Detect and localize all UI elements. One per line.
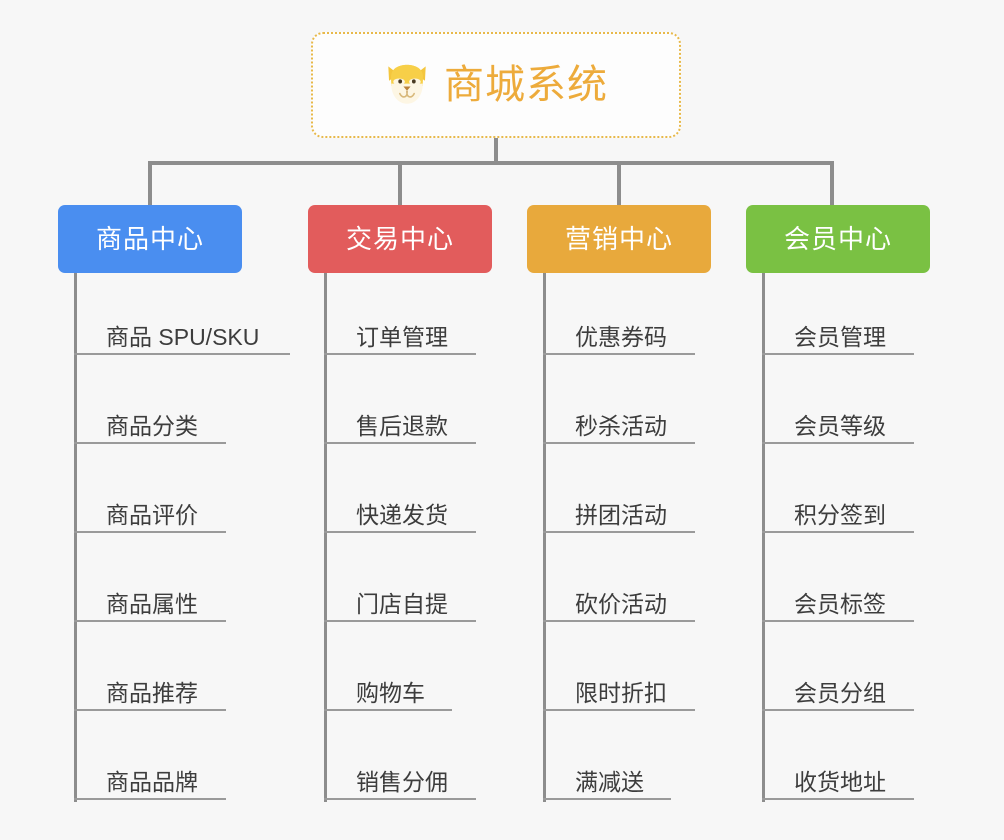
leaf-item[interactable]: 售后退款 bbox=[324, 355, 476, 444]
leaf-item[interactable]: 快递发货 bbox=[324, 444, 476, 533]
leaf-underline bbox=[543, 353, 695, 355]
leaf-label: 会员标签 bbox=[794, 591, 886, 617]
leaf-item[interactable]: 秒杀活动 bbox=[543, 355, 695, 444]
leaf-label: 拼团活动 bbox=[575, 502, 667, 528]
category-label: 商品中心 bbox=[95, 224, 204, 254]
leaf-underline bbox=[543, 442, 695, 444]
category-box-2[interactable]: 交易中心 bbox=[308, 205, 492, 273]
leaf-item[interactable]: 订单管理 bbox=[324, 266, 476, 355]
leaf-label: 收货地址 bbox=[794, 769, 886, 795]
leaf-spine bbox=[324, 273, 327, 802]
horizontal-bus-connector bbox=[148, 161, 834, 165]
leaf-label: 订单管理 bbox=[356, 324, 448, 350]
root-title: 商城系统 bbox=[444, 63, 608, 107]
root-stem-connector bbox=[494, 138, 498, 163]
leaf-label: 快递发货 bbox=[356, 502, 448, 528]
leaf-label: 门店自提 bbox=[356, 591, 448, 617]
leaf-underline bbox=[762, 353, 914, 355]
leaf-item[interactable]: 门店自提 bbox=[324, 533, 476, 622]
leaf-label: 商品品牌 bbox=[106, 769, 198, 795]
leaf-underline bbox=[74, 531, 226, 533]
leaf-spine bbox=[762, 273, 765, 802]
category-box-3[interactable]: 营销中心 bbox=[527, 205, 711, 273]
leaf-item[interactable]: 收货地址 bbox=[762, 711, 914, 800]
leaf-underline bbox=[74, 442, 226, 444]
leaf-item[interactable]: 积分签到 bbox=[762, 444, 914, 533]
leaf-item[interactable]: 砍价活动 bbox=[543, 533, 695, 622]
leaf-item[interactable]: 满减送 bbox=[543, 711, 671, 800]
leaf-item[interactable]: 优惠券码 bbox=[543, 266, 695, 355]
category-label: 会员中心 bbox=[783, 224, 892, 254]
leaf-item[interactable]: 商品评价 bbox=[74, 444, 226, 533]
leaf-label: 会员分组 bbox=[794, 680, 886, 706]
leaf-item[interactable]: 商品分类 bbox=[74, 355, 226, 444]
leaf-label: 商品分类 bbox=[106, 413, 198, 439]
leaf-item[interactable]: 会员标签 bbox=[762, 533, 914, 622]
leaf-label: 商品推荐 bbox=[106, 680, 198, 706]
leaf-item[interactable]: 拼团活动 bbox=[543, 444, 695, 533]
leaf-underline bbox=[74, 709, 226, 711]
drop-connector-3 bbox=[617, 161, 621, 207]
leaf-label: 商品 SPU/SKU bbox=[106, 324, 260, 350]
leaf-item[interactable]: 商品推荐 bbox=[74, 622, 226, 711]
leaf-underline bbox=[543, 798, 671, 800]
leaf-spine bbox=[74, 273, 77, 802]
leaf-item[interactable]: 商品 SPU/SKU bbox=[74, 266, 290, 355]
leaf-label: 售后退款 bbox=[356, 413, 448, 439]
leaf-label: 砍价活动 bbox=[575, 591, 667, 617]
category-label: 交易中心 bbox=[345, 224, 454, 254]
leaf-underline bbox=[762, 442, 914, 444]
root-node[interactable]: 商城系统 bbox=[311, 32, 681, 138]
shiba-dog-icon bbox=[388, 64, 426, 104]
leaf-underline bbox=[543, 531, 695, 533]
leaf-underline bbox=[74, 620, 226, 622]
leaf-underline bbox=[324, 798, 476, 800]
leaf-underline bbox=[324, 531, 476, 533]
leaf-underline bbox=[74, 798, 226, 800]
leaf-underline bbox=[324, 442, 476, 444]
leaf-spine bbox=[543, 273, 546, 802]
leaf-label: 优惠券码 bbox=[575, 324, 667, 350]
leaf-underline bbox=[762, 531, 914, 533]
drop-connector-4 bbox=[830, 161, 834, 207]
category-label: 营销中心 bbox=[564, 224, 673, 254]
drop-connector-1 bbox=[148, 161, 152, 207]
leaf-item[interactable]: 销售分佣 bbox=[324, 711, 476, 800]
leaf-label: 秒杀活动 bbox=[575, 413, 667, 439]
leaf-underline bbox=[762, 620, 914, 622]
leaf-item[interactable]: 限时折扣 bbox=[543, 622, 695, 711]
leaf-label: 商品评价 bbox=[106, 502, 198, 528]
category-box-1[interactable]: 商品中心 bbox=[58, 205, 242, 273]
category-box-4[interactable]: 会员中心 bbox=[746, 205, 930, 273]
leaf-item[interactable]: 会员管理 bbox=[762, 266, 914, 355]
leaf-label: 会员管理 bbox=[794, 324, 886, 350]
leaf-underline bbox=[324, 709, 452, 711]
leaf-underline bbox=[543, 709, 695, 711]
leaf-item[interactable]: 商品品牌 bbox=[74, 711, 226, 800]
leaf-label: 销售分佣 bbox=[356, 769, 448, 795]
leaf-underline bbox=[543, 620, 695, 622]
leaf-underline bbox=[762, 798, 914, 800]
leaf-item[interactable]: 购物车 bbox=[324, 622, 452, 711]
leaf-underline bbox=[324, 353, 476, 355]
leaf-label: 积分签到 bbox=[794, 502, 886, 528]
drop-connector-2 bbox=[398, 161, 402, 207]
leaf-item[interactable]: 会员分组 bbox=[762, 622, 914, 711]
leaf-label: 会员等级 bbox=[794, 413, 886, 439]
leaf-underline bbox=[762, 709, 914, 711]
leaf-item[interactable]: 会员等级 bbox=[762, 355, 914, 444]
leaf-underline bbox=[74, 353, 290, 355]
leaf-label: 购物车 bbox=[356, 680, 425, 706]
leaf-label: 满减送 bbox=[575, 769, 644, 795]
leaf-underline bbox=[324, 620, 476, 622]
leaf-label: 商品属性 bbox=[106, 591, 198, 617]
leaf-label: 限时折扣 bbox=[575, 680, 667, 706]
leaf-item[interactable]: 商品属性 bbox=[74, 533, 226, 622]
